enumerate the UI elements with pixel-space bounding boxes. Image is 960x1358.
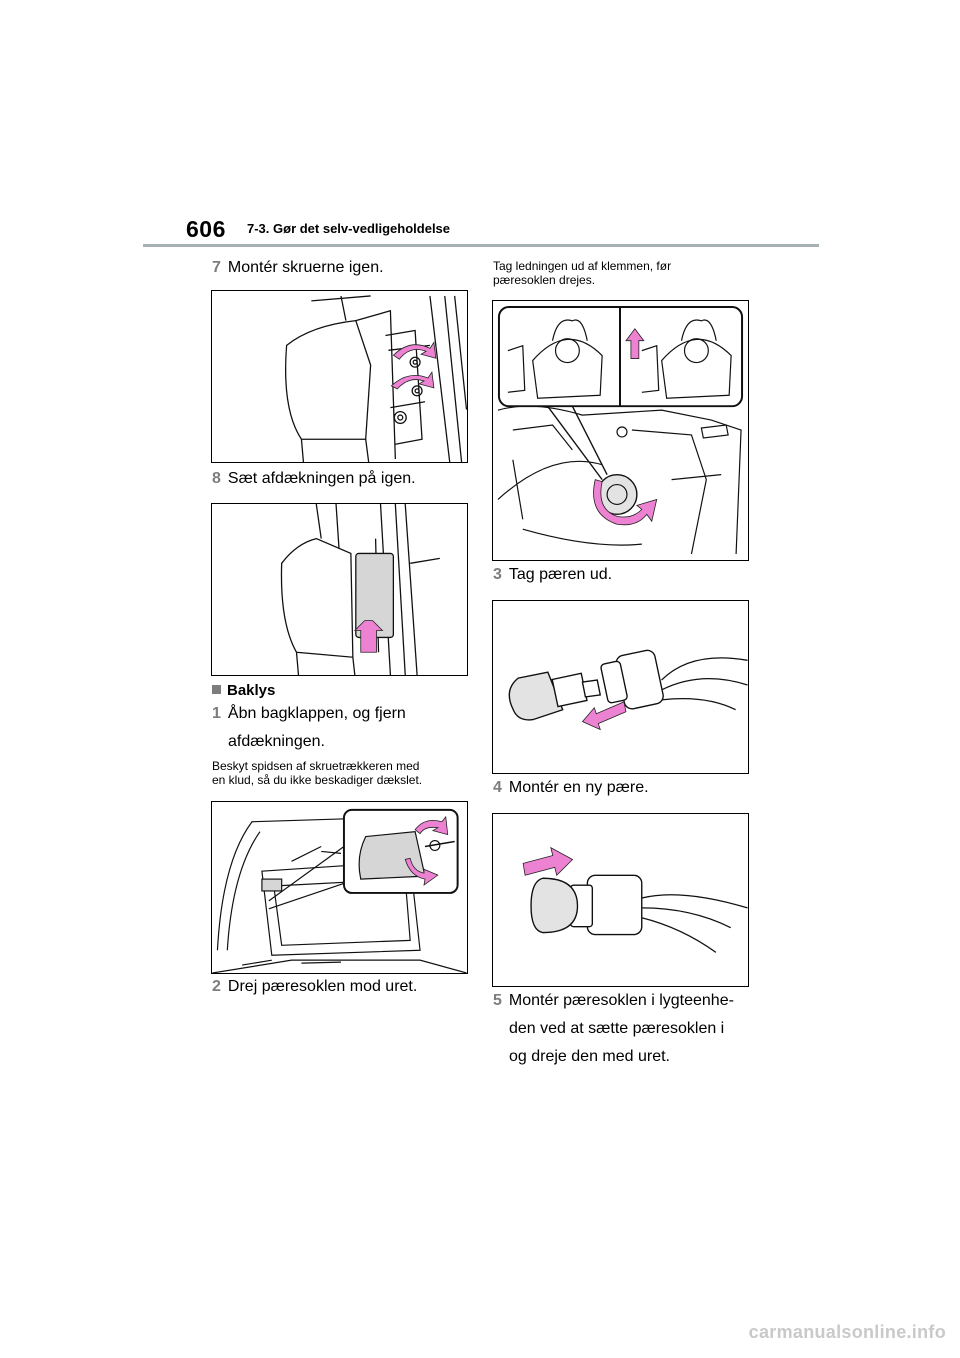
heading-bullet-icon [212, 685, 221, 694]
step-7: 7 Montér skruerne igen. [212, 254, 384, 282]
step-text: Drej pæresoklen mod uret. [227, 978, 418, 995]
watermark: carmanualsonline.info [748, 1322, 946, 1342]
bulb [508, 671, 602, 721]
bulb-in-socket [530, 874, 643, 936]
step-text: Montér skruerne igen. [227, 259, 384, 276]
illustration-tailgate-open [211, 801, 468, 974]
step-text-line2: afdækningen. [228, 733, 325, 750]
note-line1: Tag ledningen ud af klemmen, før [493, 259, 672, 273]
step-text: Sæt afdækningen på igen. [227, 470, 416, 487]
step-text-line1: Montér pæresoklen i lygteenhe- [508, 992, 734, 1009]
page-number: 606 [186, 216, 226, 242]
note-line1: Beskyt spidsen af skruetrækkeren med [212, 759, 420, 773]
step-number: 3 [493, 566, 502, 583]
bulb-socket [600, 649, 664, 710]
step-text: Montér en ny pære. [508, 779, 649, 796]
step-number: 5 [493, 992, 502, 1009]
step-text-line1: Åbn bagklappen, og fjern [227, 705, 406, 722]
section-title: 7-3. Gør det selv-vedligeholdelse [247, 221, 451, 236]
section-heading-baklys: Baklys [212, 681, 275, 701]
step-number: 2 [212, 978, 221, 995]
step-number: 4 [493, 779, 502, 796]
step-number: 1 [212, 705, 221, 722]
header-divider [143, 244, 819, 247]
right-arrow-icon [522, 846, 574, 877]
step-number: 8 [212, 470, 221, 487]
illustration-screws [211, 290, 468, 463]
step-8: 8 Sæt afdækningen på igen. [212, 465, 416, 493]
up-arrow-icon [353, 620, 384, 653]
note-protect-screwdriver: Beskyt spidsen af skruetrækkeren med en … [212, 759, 422, 787]
left-arrow-icon [581, 701, 627, 731]
illustration-cover-refit [211, 503, 468, 676]
heading-text: Baklys [227, 682, 276, 699]
step-text-line2: den ved at sætte pæresoklen i [509, 1020, 725, 1037]
step-3: 3 Tag pæren ud. [493, 561, 612, 589]
counterclockwise-arrow-icon [593, 479, 658, 526]
note-line2: pæresoklen drejes. [493, 273, 596, 287]
step-4: 4 Montér en ny pære. [493, 774, 649, 802]
illustration-remove-bulb [492, 600, 749, 774]
step-text: Tag pæren ud. [508, 566, 613, 583]
step-text-line3: og dreje den med uret. [509, 1048, 670, 1065]
step-1: 1 Åbn bagklappen, og fjern afdækningen. [212, 700, 406, 756]
curved-arrow-icon [404, 815, 449, 886]
illustration-install-bulb [492, 813, 749, 987]
up-arrow-icon [625, 328, 645, 359]
rotate-arrow-icon [390, 341, 437, 390]
step-2: 2 Drej pæresoklen mod uret. [212, 973, 417, 1001]
note-line2: en klud, så du ikke beskadiger dækslet. [212, 773, 423, 787]
step-5: 5 Montér pæresoklen i lygteenhe- den ved … [493, 987, 734, 1071]
note-remove-wire: Tag ledningen ud af klemmen, før pæresok… [493, 259, 671, 287]
step-number: 7 [212, 259, 221, 276]
illustration-bulb-socket [492, 300, 749, 561]
